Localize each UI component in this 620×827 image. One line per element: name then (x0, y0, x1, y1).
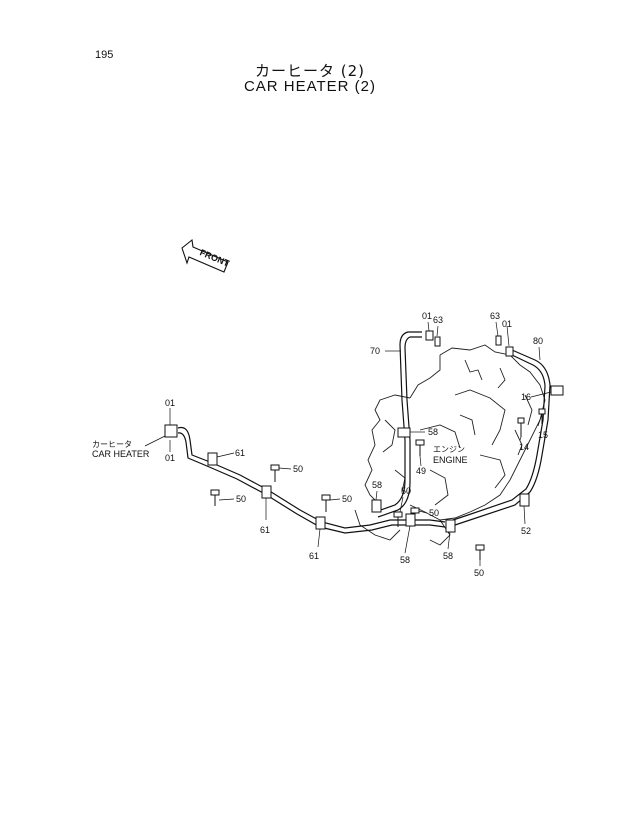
callout-80: 80 (533, 336, 543, 346)
callout-50-c: 50 (342, 494, 352, 504)
callout-14: 14 (519, 442, 529, 452)
clamp-61-c (315, 516, 326, 530)
bolt-50-f (475, 544, 485, 560)
callout-15: 15 (538, 430, 548, 440)
bolt-50-d (393, 511, 403, 527)
callout-01-a: 01 (422, 311, 432, 321)
clamp-61-b (261, 485, 272, 499)
callout-50-b: 50 (236, 494, 246, 504)
car-heater-label-japanese: カーヒータ (92, 440, 132, 449)
callout-58-b: 58 (372, 480, 382, 490)
clamp-16 (550, 385, 564, 396)
callout-50-e: 50 (429, 508, 439, 518)
fitting-01-a (425, 330, 434, 341)
clamp-61-a (207, 452, 218, 466)
page-title: CAR HEATER (2) (243, 78, 377, 95)
clamp-58-a (397, 427, 411, 438)
heater-hoses (177, 331, 551, 534)
callout-63-b: 63 (490, 311, 500, 321)
bolts (210, 408, 546, 560)
callout-01-c: 01 (165, 398, 175, 408)
callout-50-f: 50 (474, 568, 484, 578)
callout-61-b: 61 (260, 525, 270, 535)
callout-58-c: 58 (400, 555, 410, 565)
clamps (164, 330, 564, 533)
leader-lines (144, 321, 552, 566)
callout-52: 52 (521, 526, 531, 536)
callout-61-c: 61 (309, 551, 319, 561)
bolt-50-b (210, 489, 220, 506)
assembly-labels: カーヒータ CAR HEATER エンジン ENGINE (92, 440, 468, 465)
engine-label-japanese: エンジン (433, 445, 465, 454)
callout-01-b: 01 (502, 319, 512, 329)
callout-63-a: 63 (433, 315, 443, 325)
callout-61-a: 61 (235, 448, 245, 458)
callout-50-d: 50 (401, 486, 411, 496)
bolt-50-e (410, 507, 420, 524)
bolt-50-a (270, 464, 280, 482)
front-arrow: FRONT (181, 238, 231, 273)
engine-label: ENGINE (433, 455, 468, 465)
bolt-50-c (321, 494, 331, 512)
fitting-63-b (495, 335, 502, 346)
fitting-01-b (505, 346, 514, 357)
callout-50-a: 50 (293, 464, 303, 474)
clamp-58-d (445, 519, 456, 533)
car-heater-label: CAR HEATER (92, 449, 150, 459)
bolt-49 (415, 439, 425, 456)
clamp-58-c (405, 513, 416, 527)
fitting-63-a (434, 336, 441, 347)
bolt-15 (538, 408, 546, 424)
callout-70: 70 (370, 346, 380, 356)
engine-outline (354, 344, 546, 546)
bolt-14 (517, 417, 525, 437)
callout-49: 49 (416, 466, 426, 476)
fitting-car-heater (164, 424, 178, 438)
callout-58-d: 58 (443, 551, 453, 561)
clamp-52 (519, 493, 530, 507)
page-title-japanese: カーヒータ (2) (254, 62, 366, 80)
callout-16: 16 (521, 392, 531, 402)
clamp-58-b (371, 499, 382, 513)
callout-01-d: 01 (165, 453, 175, 463)
page-number: 195 (95, 49, 114, 61)
part-callouts: 01 63 63 01 80 70 16 15 14 58 49 01 01 6… (165, 311, 548, 578)
callout-58-a: 58 (428, 427, 438, 437)
